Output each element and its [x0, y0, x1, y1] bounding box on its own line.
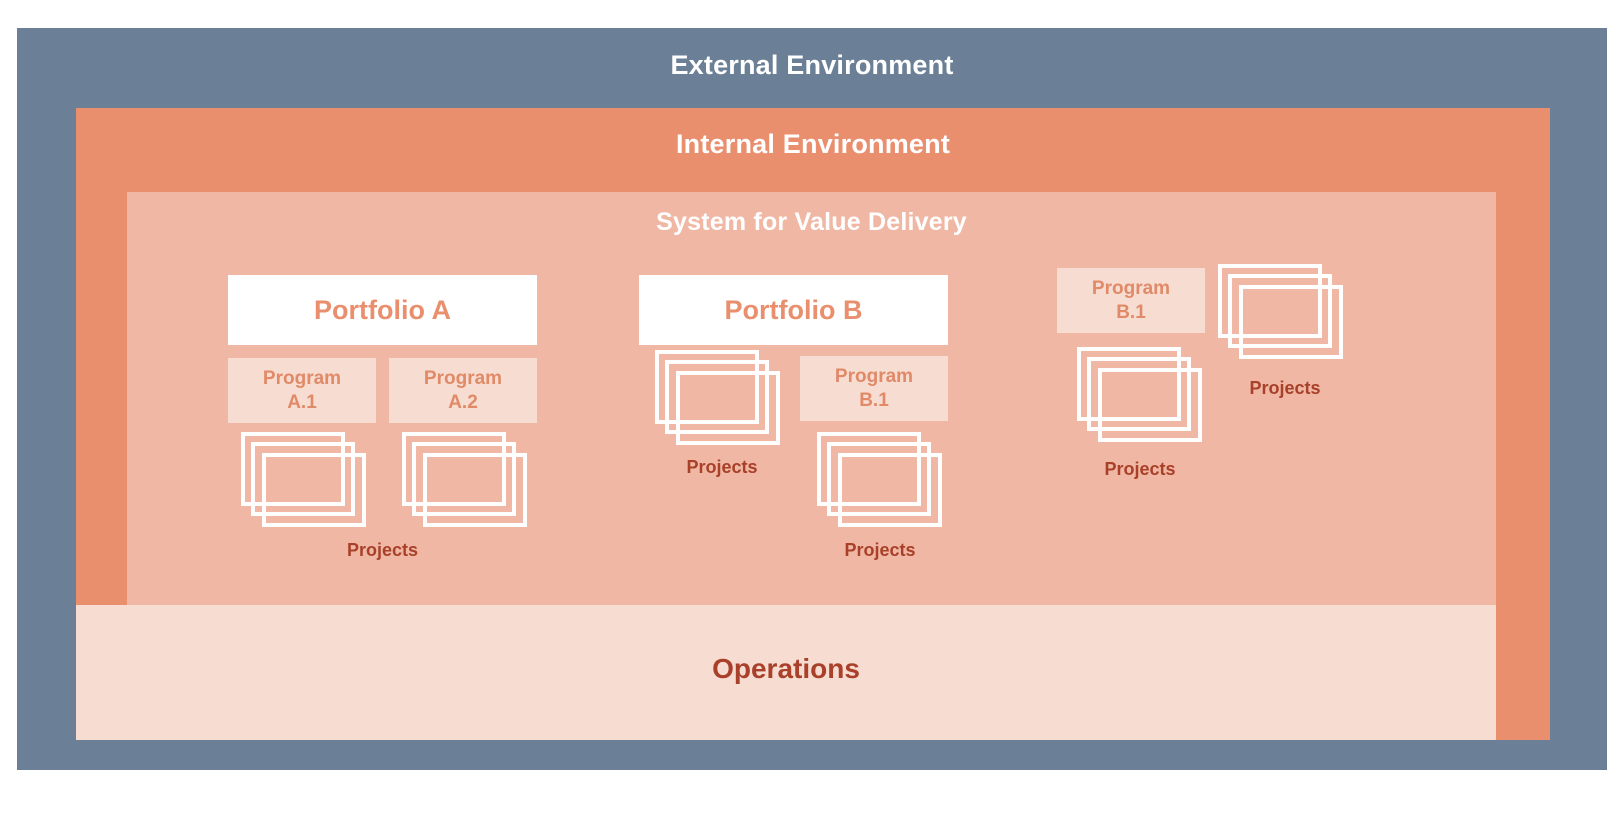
projects-stack-right-top-icon: [1218, 264, 1343, 359]
project-sheet-front: [1098, 368, 1202, 442]
external-environment-title: External Environment: [670, 50, 954, 80]
program-b-1-line1: Program: [834, 365, 914, 387]
project-sheet-middle: [412, 442, 516, 516]
internal-environment-layer: Internal Environment System for Value De…: [76, 108, 1550, 740]
program-b-1-line2: B.1: [859, 389, 889, 411]
project-sheet-front: [262, 453, 366, 527]
external-environment-layer: External Environment Internal Environmen…: [17, 28, 1607, 770]
internal-environment-title: Internal Environment: [675, 129, 951, 159]
project-sheet-middle: [827, 442, 931, 516]
projects-stack-b-1-icon: [817, 432, 942, 527]
projects-caption-right-top: Projects: [1249, 378, 1321, 398]
projects-stack-right-lower-icon: [1077, 347, 1202, 442]
project-sheet-middle: [1228, 274, 1332, 348]
project-sheet-middle: [665, 360, 769, 434]
operations-title: Operations: [712, 653, 860, 684]
portfolio-b-label: Portfolio B: [724, 294, 863, 325]
project-sheet-back: [1077, 347, 1181, 421]
projects-caption-right-lower: Projects: [1104, 459, 1176, 479]
program-b-1-right-line2: B.1: [1116, 301, 1146, 323]
portfolio-a-card[interactable]: Portfolio A: [228, 275, 537, 345]
portfolio-b-card[interactable]: Portfolio B: [639, 275, 948, 345]
projects-caption-portfolio-a: Projects: [346, 540, 419, 560]
program-b-1-right-line1: Program: [1091, 277, 1171, 299]
project-sheet-middle: [1087, 357, 1191, 431]
project-sheet-back: [241, 432, 345, 506]
project-sheet-back: [1218, 264, 1322, 338]
project-sheet-front: [676, 371, 780, 445]
system-for-value-delivery-title: System for Value Delivery: [656, 208, 967, 236]
project-sheet-middle: [251, 442, 355, 516]
projects-stack-a-1-icon: [241, 432, 366, 527]
program-a-1-line2: A.1: [287, 391, 317, 413]
program-a-1-line1: Program: [262, 367, 342, 389]
operations-layer: Operations: [76, 605, 1496, 740]
projects-stack-b-portfolio-icon: [655, 350, 780, 445]
portfolio-a-label: Portfolio A: [314, 294, 451, 325]
project-sheet-front: [1239, 285, 1343, 359]
project-sheet-front: [423, 453, 527, 527]
projects-caption-portfolio-b: Projects: [686, 457, 758, 477]
program-a-2-line2: A.2: [448, 391, 478, 413]
projects-caption-program-b-1: Projects: [844, 540, 916, 560]
project-sheet-back: [402, 432, 506, 506]
program-a-2-line1: Program: [423, 367, 503, 389]
projects-stack-a-2-icon: [402, 432, 527, 527]
project-sheet-back: [817, 432, 921, 506]
project-sheet-back: [655, 350, 759, 424]
project-sheet-front: [838, 453, 942, 527]
system-for-value-delivery-layer: System for Value Delivery Portfolio A Pr…: [127, 192, 1496, 605]
